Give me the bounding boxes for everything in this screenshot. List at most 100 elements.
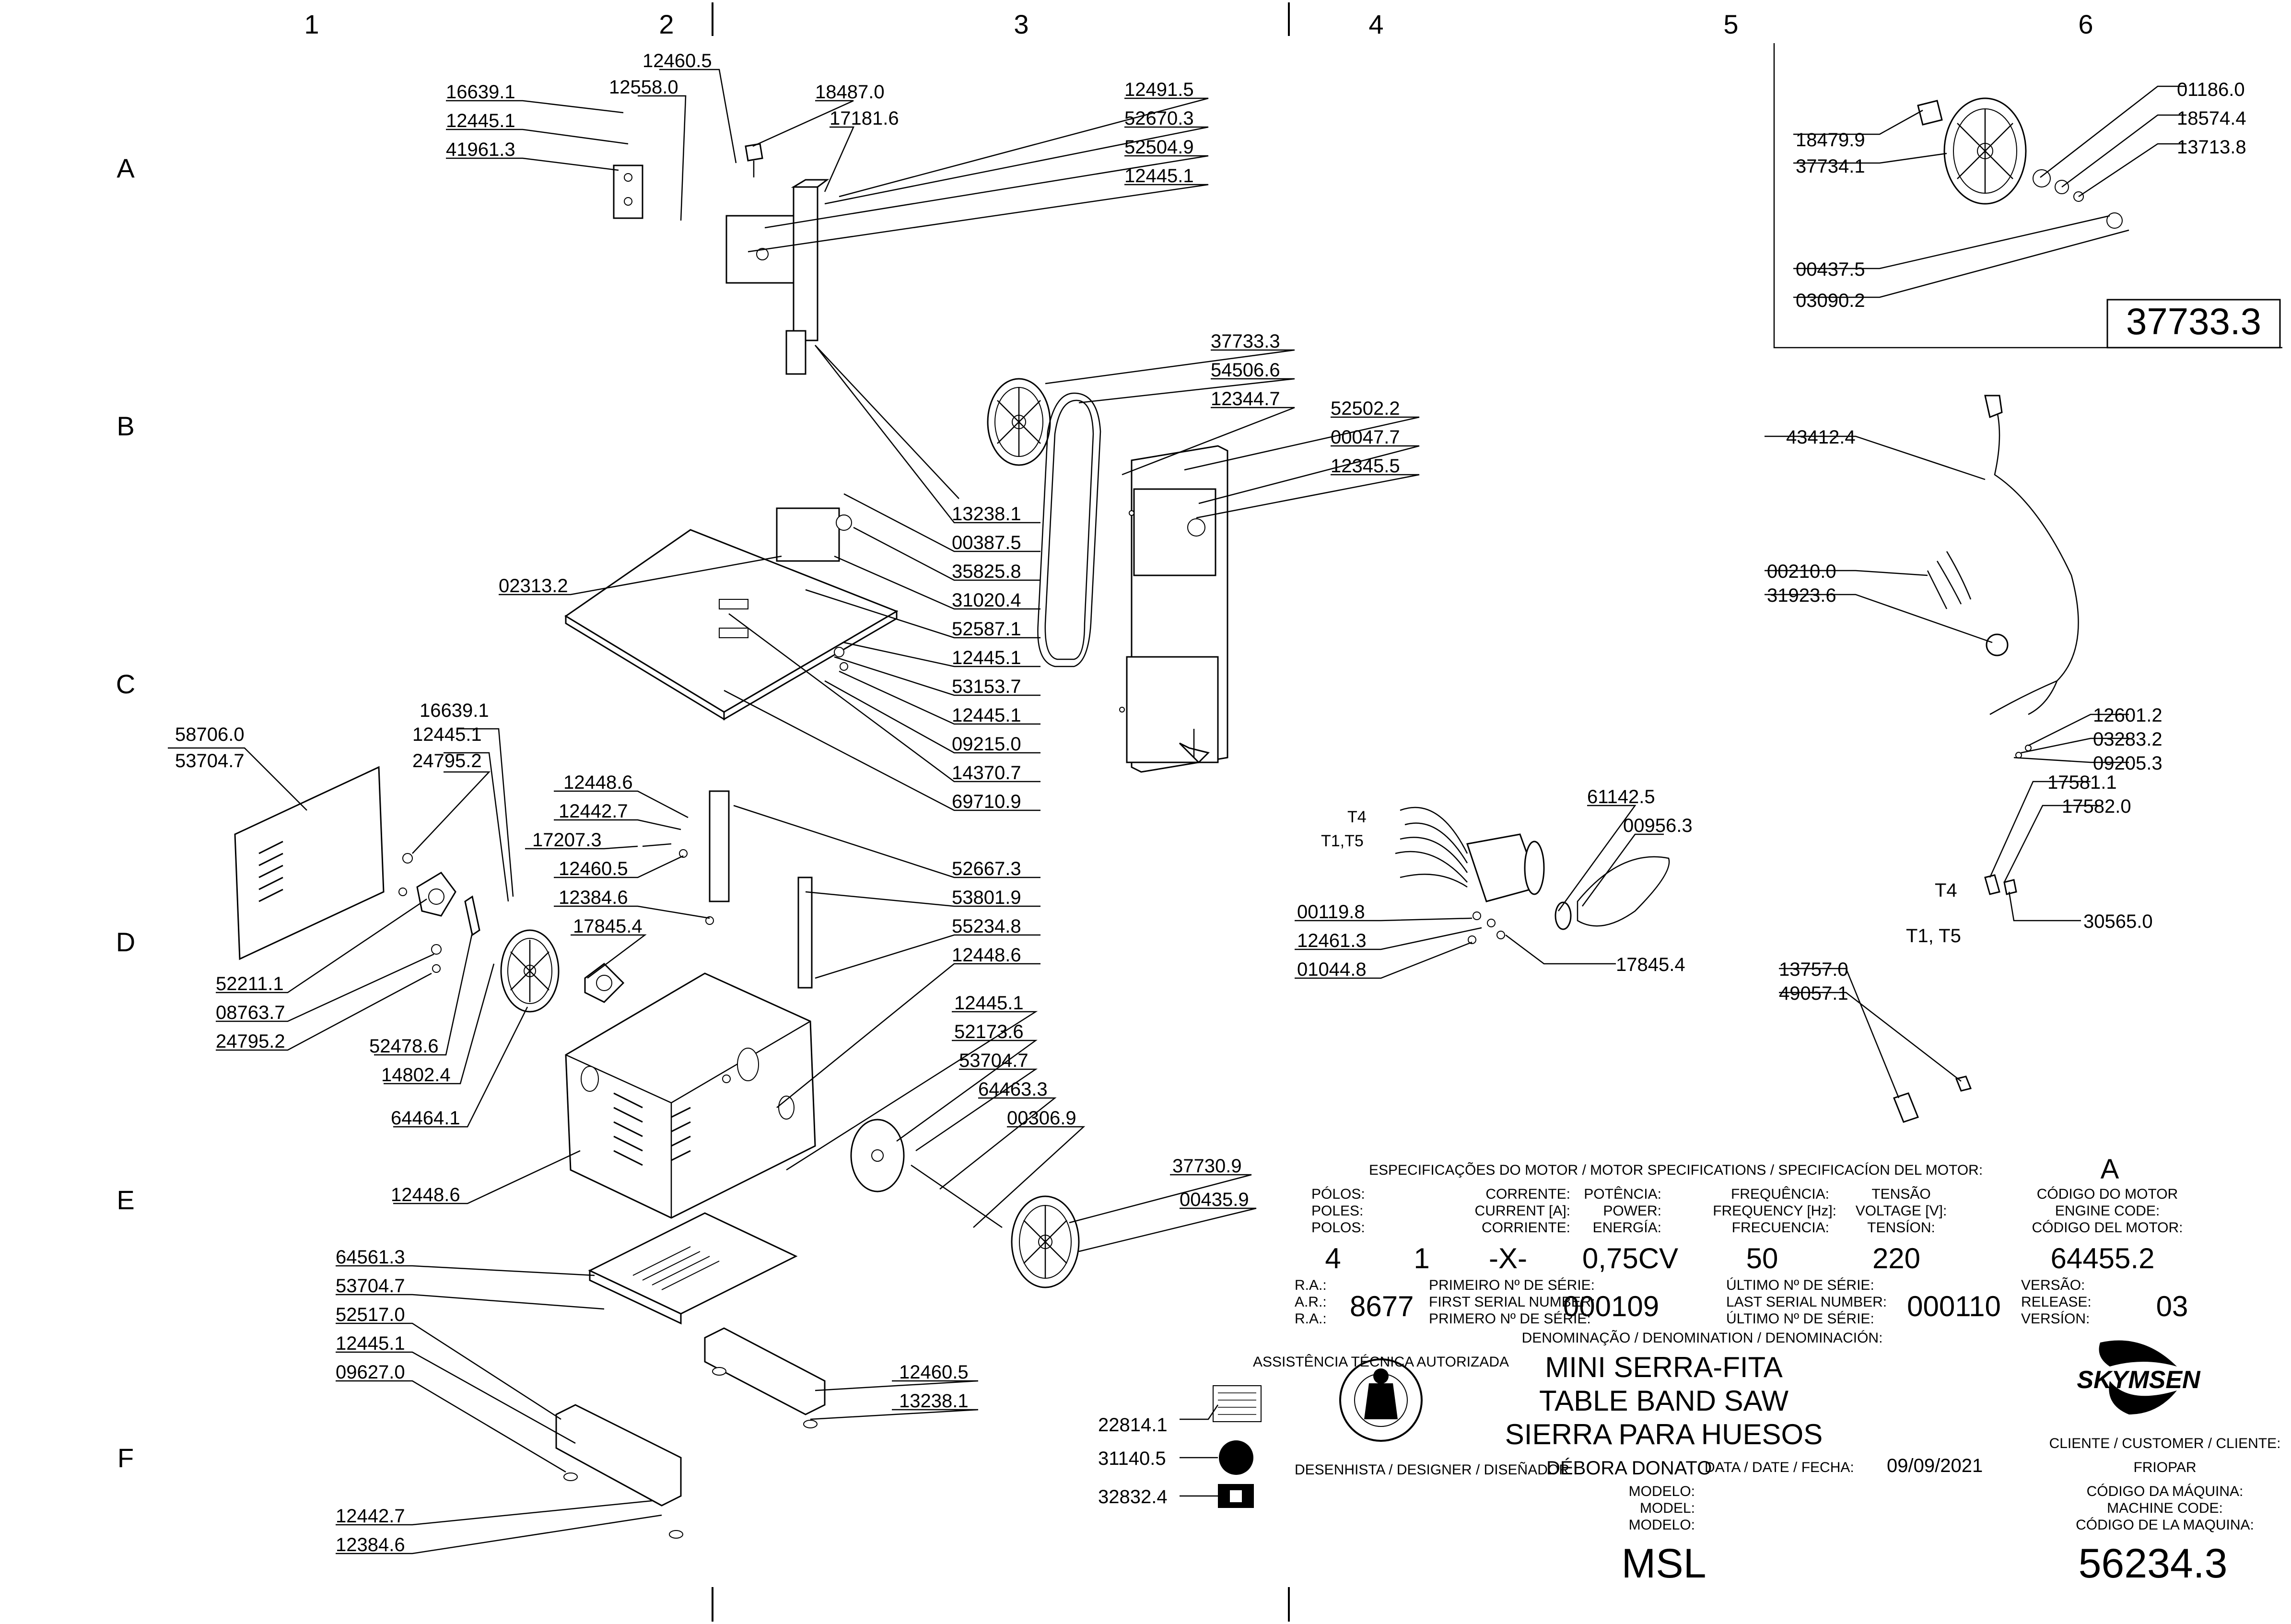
frequency-label: FREQUENCY [Hz]: — [1713, 1203, 1836, 1219]
date-value: 09/09/2021 — [1887, 1455, 1983, 1476]
client-value: FRIOPAR — [2133, 1460, 2196, 1475]
callout: 00437.5 — [1796, 259, 1865, 280]
machine-code-label: CÓDIGO DA MÁQUINA: — [2087, 1484, 2244, 1499]
model-label: MODELO: — [1629, 1484, 1695, 1499]
callout: 12558.0 — [609, 77, 678, 98]
callout: T1, T5 — [1906, 925, 1961, 946]
callout: 64561.3 — [336, 1247, 405, 1268]
motor-assembly — [1395, 806, 1670, 944]
skymsen-logo: SKYMSEN — [2077, 1340, 2201, 1414]
designer-label: DESENHISTA / DESIGNER / DISEÑADOR: — [1295, 1461, 1573, 1478]
first-serial-value: 000109 — [1563, 1290, 1659, 1322]
current-label: CORRIENTE: — [1482, 1220, 1570, 1236]
callout: 17582.0 — [2062, 796, 2131, 817]
first-serial-label: FIRST SERIAL NUMBER: — [1429, 1294, 1595, 1310]
callout: 31020.4 — [952, 590, 1021, 611]
poles-value: 4 — [1325, 1242, 1341, 1274]
callout: 13238.1 — [952, 503, 1021, 525]
col-3: 3 — [1014, 9, 1029, 39]
callout: 02313.2 — [499, 575, 568, 596]
callout: 12445.1 — [1124, 165, 1194, 187]
callout: 00119.8 — [1297, 901, 1365, 923]
callout: 12461.3 — [1297, 930, 1367, 951]
callout: 12460.5 — [643, 50, 712, 71]
base-feet — [555, 1327, 826, 1539]
callout: 00387.5 — [952, 532, 1021, 553]
ra-label: A.R.: — [1295, 1294, 1327, 1310]
callout: T1,T5 — [1321, 832, 1364, 850]
callout: 32832.4 — [1098, 1486, 1168, 1507]
callout: 17845.4 — [1616, 954, 1685, 975]
callout: 13238.1 — [899, 1390, 969, 1412]
voltage-label: TENSÍON: — [1867, 1220, 1935, 1236]
voltage-label: TENSÃO — [1871, 1186, 1930, 1202]
designer-value: DÉBORA DONATO — [1546, 1457, 1712, 1479]
row-D: D — [116, 927, 135, 957]
callout: 09205.3 — [2093, 753, 2162, 774]
callout: 00306.9 — [1007, 1108, 1076, 1129]
callout: 35825.8 — [952, 561, 1021, 582]
callout: T4 — [1935, 880, 1957, 901]
engine-code-label: CÓDIGO DEL MOTOR: — [2032, 1220, 2183, 1236]
callout: 52173.6 — [954, 1021, 1024, 1042]
poles-label: PÓLOS: — [1311, 1186, 1365, 1202]
current-label: CURRENT [A]: — [1475, 1203, 1570, 1219]
machine-code-value: 56234.3 — [2079, 1541, 2228, 1587]
callout: 64464.1 — [391, 1108, 460, 1129]
callout: 09215.0 — [952, 734, 1021, 755]
motor-code-value: 64455.2 — [2051, 1242, 2155, 1274]
engine-code-label: ENGINE CODE: — [2055, 1203, 2160, 1219]
callout: 03090.2 — [1796, 290, 1865, 311]
frequency-label: FRECUENCIA: — [1732, 1220, 1829, 1236]
grid-column-labels: 1 2 3 4 5 6 — [304, 9, 2093, 39]
base-cabinet — [565, 972, 816, 1219]
callout: 17181.6 — [830, 108, 899, 129]
callout: 41961.3 — [446, 139, 515, 160]
model-label: MODEL: — [1640, 1500, 1695, 1516]
brand-name: SKYMSEN — [2077, 1366, 2201, 1394]
last-serial-label: ÚLTIMO Nº DE SÉRIE: — [1726, 1277, 1874, 1293]
callout: 01186.0 — [2177, 79, 2245, 100]
lower-wheel-right — [850, 1119, 1080, 1288]
callout: 37733.3 — [1211, 331, 1280, 352]
first-serial-label: PRIMERO Nº DE SÉRIE: — [1429, 1311, 1591, 1327]
machine-code-label: CÓDIGO DE LA MAQUINA: — [2076, 1517, 2254, 1533]
callout: 54506.6 — [1211, 360, 1280, 381]
callout: 01044.8 — [1297, 959, 1367, 980]
callout: 53801.9 — [952, 887, 1021, 908]
frequency-label: FREQUÊNCIA: — [1731, 1186, 1829, 1202]
callout: 12445.1 — [954, 993, 1024, 1014]
power-value: 0,75CV — [1582, 1242, 1678, 1274]
callout: 24795.2 — [412, 750, 482, 771]
bottom-plate — [588, 1212, 798, 1325]
version-value: 03 — [2156, 1290, 2188, 1322]
engine-code-label: CÓDIGO DO MOTOR — [2037, 1186, 2178, 1202]
upper-guide-assembly — [613, 143, 959, 499]
callout: 18479.9 — [1796, 129, 1865, 151]
callout: 12491.5 — [1124, 79, 1194, 100]
grid-row-labels: A B C D E F — [116, 153, 135, 1473]
frequency-value: 50 — [1746, 1242, 1778, 1274]
callout: 17581.1 — [2047, 772, 2117, 793]
callout: 13713.8 — [2177, 137, 2246, 158]
col-5: 5 — [1723, 9, 1738, 39]
callout: 12442.7 — [336, 1506, 405, 1527]
side-cover-panel — [234, 766, 385, 960]
col-1: 1 — [304, 9, 319, 39]
machine-name-en: TABLE BAND SAW — [1539, 1385, 1788, 1417]
callout: 55234.8 — [952, 916, 1021, 937]
label-parts — [1213, 1385, 1262, 1508]
lower-wheel-left — [398, 853, 625, 1013]
seal-text: ASSISTÊNCIA TÉCNICA AUTORIZADA — [1253, 1354, 1509, 1370]
row-B: B — [117, 411, 134, 441]
callout: 52667.3 — [952, 858, 1021, 879]
serial-info: R.A.: A.R.: R.A.: 8677 PRIMEIRO Nº DE SÉ… — [1295, 1277, 2188, 1327]
callout: 30565.0 — [2083, 911, 2153, 932]
col-6: 6 — [2078, 9, 2093, 39]
saw-table — [564, 507, 899, 721]
callout: 12384.6 — [336, 1534, 405, 1555]
voltage-value: 220 — [1872, 1242, 1920, 1274]
voltage-label: VOLTAGE [V]: — [1856, 1203, 1947, 1219]
callout: 12460.5 — [559, 858, 628, 879]
